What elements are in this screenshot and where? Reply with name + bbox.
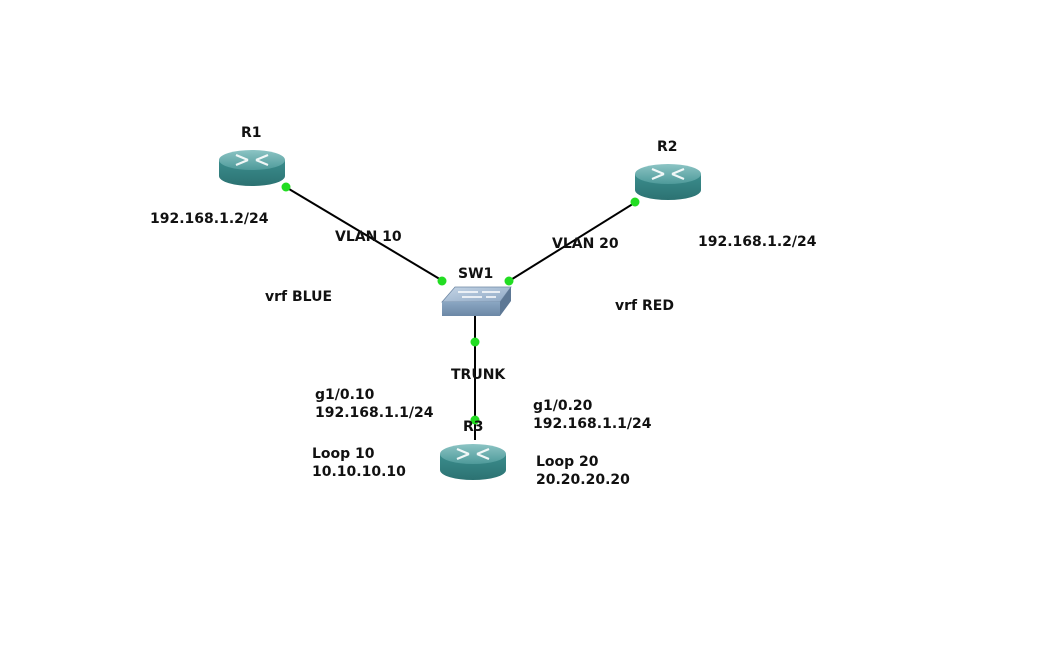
router-r3[interactable] [440,444,506,480]
loopback-10-label: Loop 10 10.10.10.10 [312,445,406,481]
r2-ip-label: 192.168.1.2/24 [698,234,817,250]
r3-subif-10-label: g1/0.10 192.168.1.1/24 [315,386,433,422]
port-indicators [281,182,640,425]
port-indicator-sw1-r3 [470,337,480,347]
router-r2[interactable] [635,164,701,200]
r3-subif-20-label: g1/0.20 192.168.1.1/24 [533,397,651,433]
loopback-20-label: Loop 20 20.20.20.20 [536,453,630,489]
loopback-20-name: Loop 20 [536,454,599,470]
port-indicator-sw1-r1 [437,276,447,286]
r3-subif-20-ip: 192.168.1.1/24 [533,416,652,432]
router-body-top [219,150,285,170]
port-indicator-r1 [281,182,291,192]
link-label-vlan20: VLAN 20 [552,236,619,252]
vrf-blue-label: vrf BLUE [265,289,333,305]
link-r2-sw1[interactable] [508,201,637,282]
switch-arrows-icon [458,291,500,298]
vrf-red-label: vrf RED [615,298,674,314]
loopback-10-ip: 10.10.10.10 [312,464,406,480]
node-label-r3: R3 [463,419,484,435]
port-indicator-r2 [630,197,640,207]
link-label-trunk: TRUNK [451,367,506,383]
port-indicator-r3 [470,415,480,425]
node-label-r2: R2 [657,139,678,155]
r3-subif-20-name: g1/0.20 [533,398,593,414]
node-label-sw1: SW1 [458,266,494,282]
switch-sw1[interactable] [441,286,512,316]
router-body-top [635,164,701,184]
port-indicator-sw1-r2 [504,276,514,286]
link-label-vlan10: VLAN 10 [335,229,402,245]
switch-body-front [442,302,500,316]
router-r1[interactable] [219,150,285,186]
r3-subif-10-ip: 192.168.1.1/24 [315,405,434,421]
router-arrows-icon [235,153,269,167]
node-label-r1: R1 [241,125,262,141]
switch-body-top [441,286,512,303]
switch-body-side [500,287,511,316]
router-arrows-icon [456,447,490,461]
r3-subif-10-name: g1/0.10 [315,387,375,403]
r1-ip-label: 192.168.1.2/24 [150,211,269,227]
router-arrows-icon [651,167,685,181]
loopback-10-name: Loop 10 [312,446,375,462]
loopback-20-ip: 20.20.20.20 [536,472,630,488]
link-r1-sw1[interactable] [283,185,444,282]
router-body-top [440,444,506,464]
